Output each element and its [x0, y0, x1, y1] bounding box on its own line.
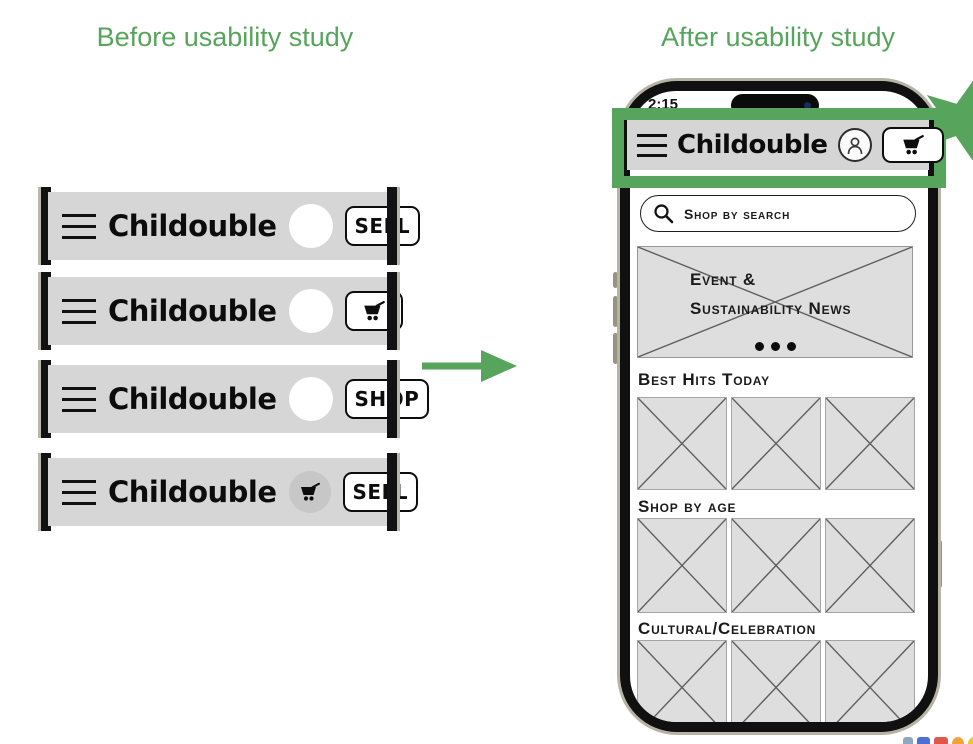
event-banner[interactable]: Event & Sustainability News: [637, 246, 913, 358]
hamburger-icon[interactable]: [62, 298, 96, 324]
before-after-arrow: [422, 350, 517, 382]
cart-icon: [902, 135, 924, 155]
section-label-best-hits: Best Hits Today: [638, 370, 770, 389]
phone-edge-right: [387, 453, 400, 531]
search-placeholder: Shop by search: [684, 205, 791, 222]
camera-dot: [804, 102, 811, 109]
phone-edge-left: [38, 187, 51, 265]
phone-edge-right: [387, 360, 400, 438]
watermark-shape: [917, 737, 930, 744]
product-placeholder[interactable]: [731, 397, 821, 490]
category-placeholder[interactable]: [731, 640, 821, 722]
status-bar-time: 2:15: [648, 96, 679, 113]
phone-bezel: 2:15 Shop by search: [620, 81, 938, 732]
logo-text: Childouble: [108, 475, 277, 509]
phone-action-button: [613, 272, 618, 288]
watermark-shape: [903, 737, 913, 744]
carousel-dot[interactable]: [786, 342, 796, 351]
header-variant-cart: Childouble: [38, 272, 403, 350]
after-title: After usability study: [660, 22, 896, 52]
hamburger-icon[interactable]: [637, 133, 667, 157]
search-input[interactable]: Shop by search: [640, 195, 916, 232]
cart-button[interactable]: [881, 127, 944, 163]
cart-icon: [300, 482, 320, 501]
cultural-celebration-row: [637, 640, 915, 722]
profile-circle-placeholder[interactable]: [288, 289, 333, 333]
header-variant-cart-sell: Childouble SELL: [38, 453, 419, 531]
category-placeholder[interactable]: [637, 518, 727, 613]
person-icon: [847, 137, 862, 155]
placeholder-x: [638, 247, 912, 357]
carousel-dot[interactable]: [770, 342, 780, 351]
phone-screen: 2:15 Shop by search: [630, 91, 928, 722]
phone-edge-left: [38, 453, 51, 531]
phone-edge-right: [387, 272, 400, 350]
phone-volume-up-button: [613, 296, 618, 327]
dynamic-island: [731, 94, 819, 117]
watermark-shape: [934, 737, 948, 744]
profile-button[interactable]: [837, 128, 872, 162]
banner-line1: Event &: [690, 270, 756, 289]
section-label-cultural-celebration: Cultural/Celebration: [638, 619, 817, 638]
cart-circle-button[interactable]: [288, 471, 331, 513]
final-app-header: Childouble: [627, 120, 944, 170]
category-placeholder[interactable]: [637, 640, 727, 722]
sell-button[interactable]: SELL: [342, 472, 419, 512]
category-placeholder[interactable]: [825, 518, 915, 613]
phone-edge-left: [38, 272, 51, 350]
watermark-shape: [952, 737, 964, 744]
logo-text: Childouble: [677, 130, 828, 160]
carousel-dot[interactable]: [754, 342, 764, 351]
section-label-shop-by-age: Shop by age: [638, 497, 737, 516]
watermark-shape: [968, 737, 973, 744]
product-placeholder[interactable]: [637, 397, 727, 490]
sell-button[interactable]: SELL: [344, 206, 421, 246]
logo-text: Childouble: [108, 382, 277, 416]
banner-line2: Sustainability News: [690, 299, 852, 318]
shop-by-age-row: [637, 518, 915, 613]
shop-button[interactable]: SHOP: [344, 379, 430, 419]
search-icon: [654, 203, 674, 223]
phone-frame: 2:15 Shop by search: [617, 78, 941, 735]
cart-icon: [363, 301, 385, 321]
header-variant-sell: Childouble SELL: [38, 187, 421, 265]
phone-edge-right: [387, 187, 400, 265]
hamburger-icon[interactable]: [62, 479, 96, 505]
header-variant-shop: Childouble SHOP: [38, 360, 430, 438]
carousel-dots: [638, 342, 912, 351]
watermark-fragment: [903, 737, 973, 744]
phone-volume-down-button: [613, 333, 618, 364]
category-placeholder[interactable]: [825, 640, 915, 722]
profile-circle-placeholder[interactable]: [288, 377, 333, 421]
category-placeholder[interactable]: [731, 518, 821, 613]
profile-circle-placeholder[interactable]: [288, 204, 333, 248]
best-hits-row: [637, 397, 915, 490]
phone-edge-left: [38, 360, 51, 438]
product-placeholder[interactable]: [825, 397, 915, 490]
before-title: Before usability study: [96, 22, 354, 52]
logo-text: Childouble: [108, 294, 277, 328]
hamburger-icon[interactable]: [62, 213, 96, 239]
logo-text: Childouble: [108, 209, 277, 243]
hamburger-icon[interactable]: [62, 386, 96, 412]
